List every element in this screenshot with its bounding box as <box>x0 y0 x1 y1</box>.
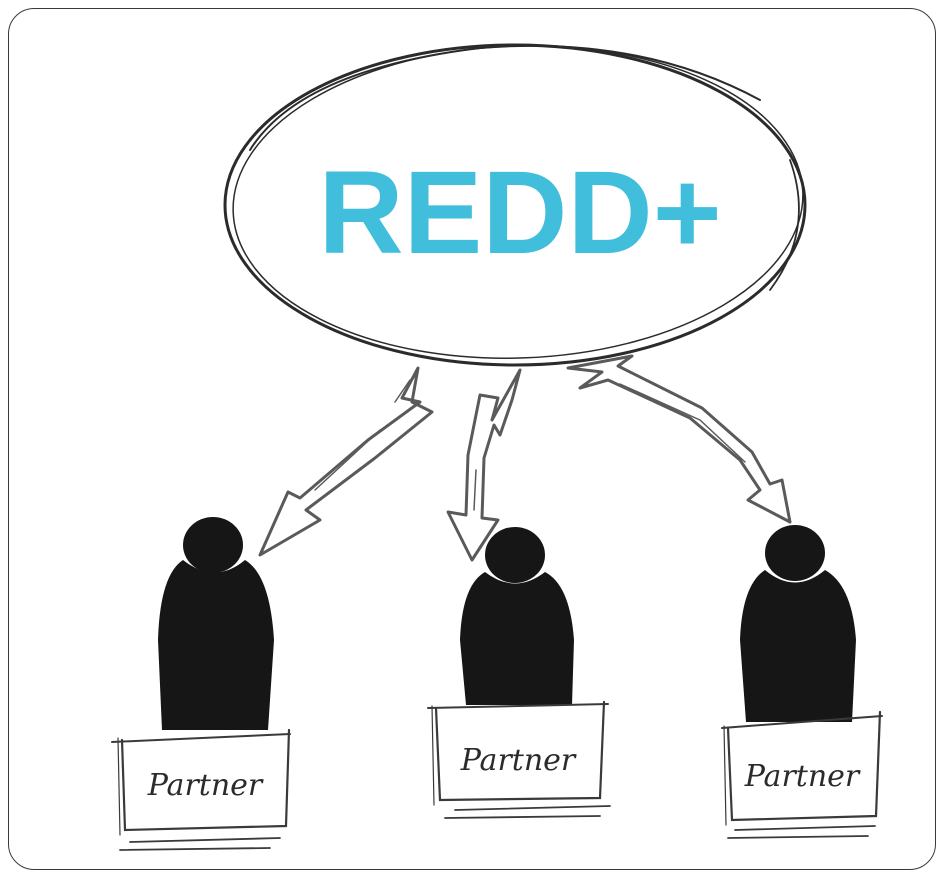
partner-figure-1 <box>158 517 274 730</box>
partner-label-1: Partner <box>147 768 264 803</box>
arrow-middle <box>446 368 522 562</box>
partner-podium-3 <box>721 710 883 839</box>
redd-title: REDD+ <box>318 147 721 279</box>
partner-podium-1 <box>111 728 291 851</box>
partner-label-3: Partner <box>744 759 861 794</box>
redd-ellipse <box>223 43 807 367</box>
arrow-left <box>258 366 434 557</box>
partner-label-2: Partner <box>460 743 577 778</box>
arrow-right <box>566 354 792 524</box>
partner-figure-2 <box>460 527 574 705</box>
partner-figure-3 <box>740 525 856 722</box>
partner-podium-2 <box>427 700 611 819</box>
